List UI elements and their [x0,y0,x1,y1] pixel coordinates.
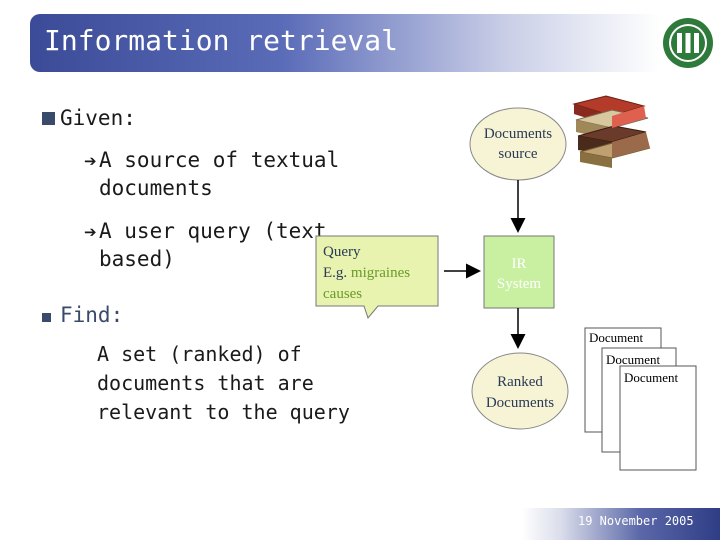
query-example-term: migraines [351,265,410,281]
ranked-documents-line2: Documents [472,393,568,414]
query-callout-text: Query E.g. migraines causes [323,242,410,305]
documents-source-line1: Documents [470,124,566,144]
ir-system-line1: IR [484,254,554,274]
query-eg-prefix: E.g. [323,265,351,281]
ranked-documents-line1: Ranked [472,372,568,393]
query-line1: Query [323,242,410,263]
documents-source-line2: source [470,144,566,164]
ranked-documents-label: Ranked Documents [472,372,568,414]
document-label: Document [624,370,678,386]
ir-system-label: IR System [484,254,554,294]
query-line3: causes [323,284,410,305]
documents-source-label: Documents source [470,124,566,164]
books-stack-icon [574,96,650,168]
document-label: Document [606,352,660,368]
footer-date: 19 November 2005 [578,514,694,528]
ir-system-line2: System [484,274,554,294]
document-label: Document [589,330,643,346]
query-line2: E.g. migraines [323,263,410,284]
